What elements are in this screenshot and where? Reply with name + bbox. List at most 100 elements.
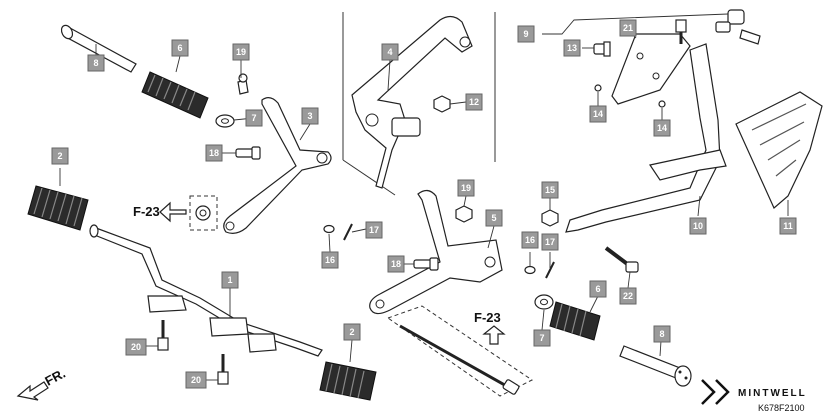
long-bolt-dashed	[386, 305, 533, 397]
callout: 18	[205, 144, 223, 162]
callout: 12	[465, 93, 483, 111]
callout: 19	[232, 43, 250, 61]
callout: 3	[301, 107, 319, 125]
washer-16-pin-17-right	[524, 261, 555, 279]
bolt-19-mid	[455, 205, 473, 223]
svg-text:15: 15	[545, 185, 555, 195]
callout: 16	[521, 231, 539, 249]
stay-bracket-9	[611, 33, 691, 105]
callout: 20	[125, 338, 147, 356]
svg-text:1: 1	[227, 275, 232, 285]
svg-text:7: 7	[251, 113, 256, 123]
lock-set-9	[715, 9, 761, 45]
callout: 7	[245, 109, 263, 127]
svg-text:20: 20	[191, 375, 201, 385]
svg-text:17: 17	[545, 237, 555, 247]
callout: 13	[563, 39, 581, 57]
callout: 14	[589, 105, 607, 123]
footpeg-rubber-left	[27, 185, 89, 231]
svg-text:8: 8	[93, 58, 98, 68]
svg-text:16: 16	[325, 255, 335, 265]
brand-logo-icon	[701, 379, 730, 405]
svg-text:11: 11	[783, 221, 793, 231]
svg-text:12: 12	[469, 97, 479, 107]
washer-16-pin-17	[323, 223, 353, 241]
svg-text:10: 10	[693, 221, 703, 231]
svg-text:8: 8	[659, 329, 664, 339]
footpeg-rubber-lower	[319, 361, 377, 401]
callout: 11	[779, 217, 797, 235]
f23-ref-right: F-23	[474, 310, 506, 345]
rear-bracket-left	[223, 97, 332, 234]
svg-text:13: 13	[567, 43, 577, 53]
svg-text:19: 19	[236, 47, 246, 57]
svg-text:20: 20	[131, 342, 141, 352]
callout: 2	[343, 323, 361, 341]
stand-bracket-4	[351, 15, 473, 189]
svg-text:17: 17	[369, 225, 379, 235]
footpeg-pin-upper	[60, 24, 137, 73]
clip-upper	[237, 73, 249, 95]
callout: 4	[381, 43, 399, 61]
washer-7	[534, 294, 554, 310]
brand-block: MINTWELL K678F2100	[701, 379, 807, 413]
callout: 15	[541, 181, 559, 199]
svg-text:18: 18	[209, 148, 219, 158]
callout: 5	[485, 209, 503, 227]
svg-text:21: 21	[623, 23, 633, 33]
svg-text:16: 16	[525, 235, 535, 245]
front-arrow: FR.	[16, 366, 68, 401]
nut-12	[433, 95, 451, 113]
callout: 10	[689, 217, 707, 235]
callouts: 8 6 19 7 18 3 4 12 9 21 13 14 14 2 17 16…	[51, 19, 797, 389]
nut-15	[541, 209, 559, 227]
shield-11	[735, 91, 823, 209]
svg-text:22: 22	[623, 291, 633, 301]
footpeg-rubber-upper	[141, 71, 209, 119]
f23-ref-left: F-23	[133, 195, 218, 231]
callout: 20	[185, 371, 207, 389]
callout: 8	[87, 54, 105, 72]
bolt-22	[604, 246, 639, 273]
callout: 6	[171, 39, 189, 57]
bolt-21	[675, 19, 687, 44]
svg-text:5: 5	[491, 213, 496, 223]
svg-text:4: 4	[387, 47, 392, 57]
bolt-13	[593, 41, 611, 57]
passenger-bracket-5	[369, 189, 503, 315]
svg-text:19: 19	[461, 183, 471, 193]
callout: 19	[457, 179, 475, 197]
svg-text:18: 18	[391, 259, 401, 269]
svg-text:14: 14	[593, 109, 603, 119]
svg-text:3: 3	[307, 111, 312, 121]
svg-text:6: 6	[595, 284, 600, 294]
callout: 22	[619, 287, 637, 305]
section-dividers	[342, 12, 496, 196]
callout: 17	[541, 233, 559, 251]
callout: 7	[533, 329, 551, 347]
callout: 8	[653, 325, 671, 343]
f23-left-label: F-23	[133, 204, 160, 219]
bolt-18-mid	[413, 257, 439, 271]
svg-text:2: 2	[349, 327, 354, 337]
callout: 17	[365, 221, 383, 239]
svg-text:9: 9	[523, 29, 528, 39]
washer-upper	[215, 114, 235, 128]
callout: 14	[653, 119, 671, 137]
callout: 18	[387, 255, 405, 273]
callout: 16	[321, 251, 339, 269]
footpeg-pin-8	[619, 345, 692, 387]
footpeg-rubber-6	[549, 301, 601, 341]
svg-text:7: 7	[539, 333, 544, 343]
callout: 2	[51, 147, 69, 165]
brand-name: MINTWELL	[738, 388, 807, 399]
callout: 1	[221, 271, 239, 289]
rivet-14	[594, 84, 666, 108]
svg-text:14: 14	[657, 123, 667, 133]
svg-text:2: 2	[57, 151, 62, 161]
bag-stay-10	[565, 43, 727, 233]
callout: 21	[619, 19, 637, 37]
bolt-18-upper	[235, 146, 261, 160]
svg-text:6: 6	[177, 43, 182, 53]
